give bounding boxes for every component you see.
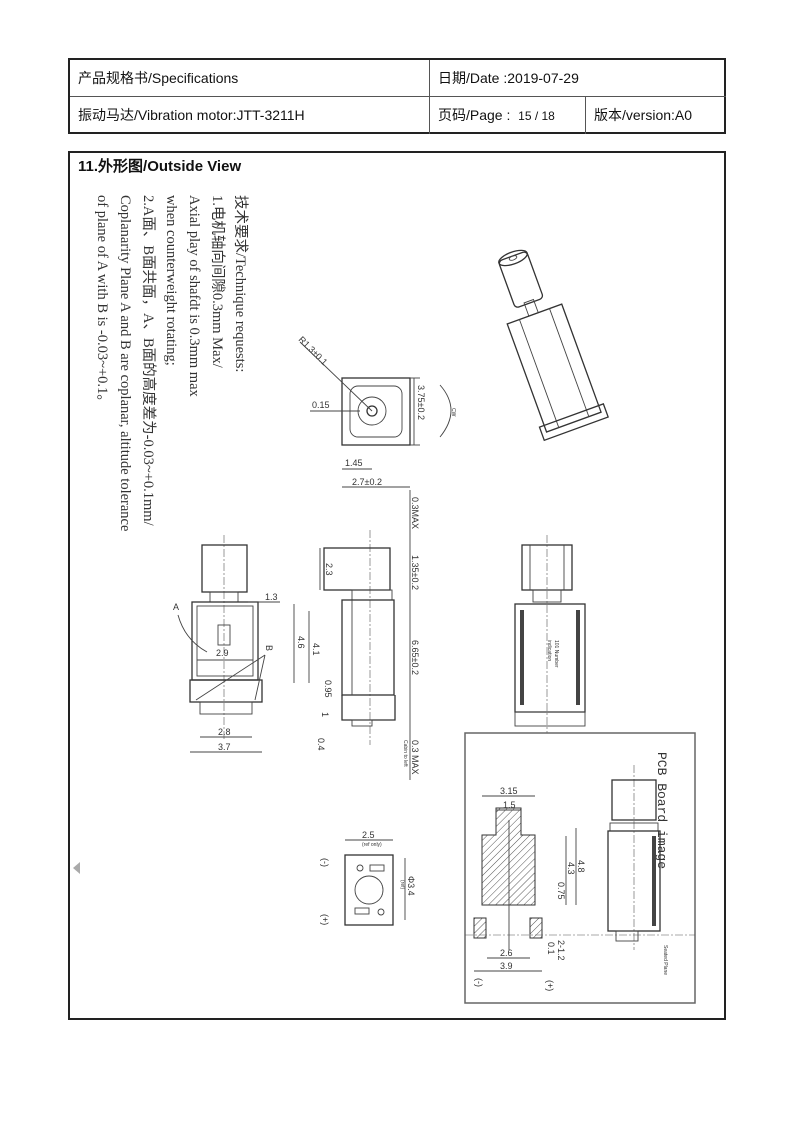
product-name: 振动马达/Vibration motor:JTT-3211H [78,107,305,123]
dim-pad-gap: 2.6 [500,948,513,958]
label-plane-a: A [173,602,179,612]
dim-bottom-width-note: (ref only) [362,842,382,848]
header-divider [70,96,726,97]
dim-shaft: 1.35±0.2 [410,555,420,590]
dim-bottom-width: 2.5 [362,830,375,840]
dim-offset: 0.15 [312,400,330,410]
dim-pad-span: 3.9 [500,961,513,971]
rotation-direction: CW [450,408,456,417]
dim-base-width: 2.8 [218,727,231,737]
dim-tab-width: 1.5 [503,800,516,810]
date-field: 日期/Date :2019-07-29 [430,60,579,96]
dim-diameter-note: (ref) [399,880,405,890]
dim-0-75: 0.75 [556,882,566,900]
front-view: 1.3 A 2.9 B 2.8 3.7 [173,535,280,753]
end-view: R1.3±0.1 0.15 3.75±0.2 1.45 2.7±0.2 CW [297,334,456,488]
header-table: 产品规格书/Specifications 日期/Date :2019-07-29… [68,58,726,134]
technique-requests: 技术要求/Technique requests: 1.电机轴向间隙0.3mm M… [94,195,249,531]
label-plane-b: B [264,645,274,651]
dim-1: 1 [320,712,330,717]
page-number: 15 / 18 [518,109,555,123]
rear-view: 101 Number indication [514,535,586,735]
section-title: 11.外形图/Outside View [78,158,242,175]
side-view: 2.3 4.6 4.1 0.95 1 0.4 0.3MAX 1.35±0.2 6… [293,490,420,780]
dim-pad-height: 4.8 [576,860,586,873]
dim-radius: R1.3±0.1 [297,334,330,367]
pcb-board-image: PCB Board image 3.15 1.5 4.8 4.3 0.75 2.… [464,732,696,1004]
page-field: 页码/Page : 15 / 18 [430,97,555,134]
doc-type: 产品规格书/Specifications [78,70,239,86]
terminal-positive: (+) [320,914,330,925]
page-nav-arrow-icon[interactable] [73,862,80,874]
outside-view-frame: 11.外形图/Outside View [68,151,726,1020]
date-label: 日期/Date : [438,70,508,86]
technique-line: 1.电机轴向间隙0.3mm Max/ [209,195,226,369]
dim-diameter: Φ3.4 [406,876,416,896]
motor-3d-view [498,249,609,442]
seated-plane-label: Seated Plane [662,945,668,975]
dim-top: 1.3 [265,592,278,602]
terminal-negative: (-) [320,858,330,867]
dim-offset-0-1: 0.1 [546,942,556,955]
date-value: 2019-07-29 [507,70,579,86]
dim-weight-length: 2.3 [324,563,334,576]
dim-height: 3.75±0.2 [416,385,426,420]
dim-pad-width: 3.15 [500,786,518,796]
number-marking: 101 Number [553,640,559,668]
dim-body-inner: 4.1 [311,643,321,656]
pcb-terminal-positive: (+) [545,980,555,991]
technique-line: Axial play of shafdt is 0.3mm max [186,195,202,398]
page-label: 页码/Page : [438,107,511,123]
rotation-arrow-icon [439,384,452,438]
dim-body-length: 4.6 [296,636,306,649]
dim-axial-bottom: 0.3 MAX [410,740,420,775]
technique-line: of plane of A with B is -0.03~+0.1。 [94,195,110,409]
technique-line: 技术要求/Technique requests: [232,195,249,372]
technique-line: 2.A面、B面共面，A、B面的高度差为-0.03~+0.1mm/ [140,195,157,527]
technique-line: Coplanarity Plane A and B are coplanar, … [117,195,133,531]
pcb-terminal-negative: (-) [474,978,484,987]
dim-total-width: 3.7 [218,742,231,752]
dim-total-length: 6.65±0.2 [410,640,420,675]
header-col-divider [429,60,430,134]
dim-inner-width: 2.9 [216,648,229,658]
bottom-view: 2.5 (ref only) Φ3.4 (ref) (-) (+) [320,830,416,926]
pcb-title: PCB Board image [654,752,669,869]
dim-width: 2.7±0.2 [352,477,382,487]
dim-small-pads: 2-1.2 [556,940,566,961]
dim-axial-top: 0.3MAX [410,497,420,529]
dim-0-4: 0.4 [316,738,326,751]
version: 版本/version:A0 [594,107,693,123]
side-view-note: Cabin to left [402,740,408,767]
header-col-divider-2 [585,97,586,134]
number-marking: indication [546,640,552,661]
technique-line: when counterweight rotating; [163,195,179,366]
dim-0-95: 0.95 [323,680,333,698]
dim-pad-height-inner: 4.3 [566,862,576,875]
dim-half-width: 1.45 [345,458,363,468]
